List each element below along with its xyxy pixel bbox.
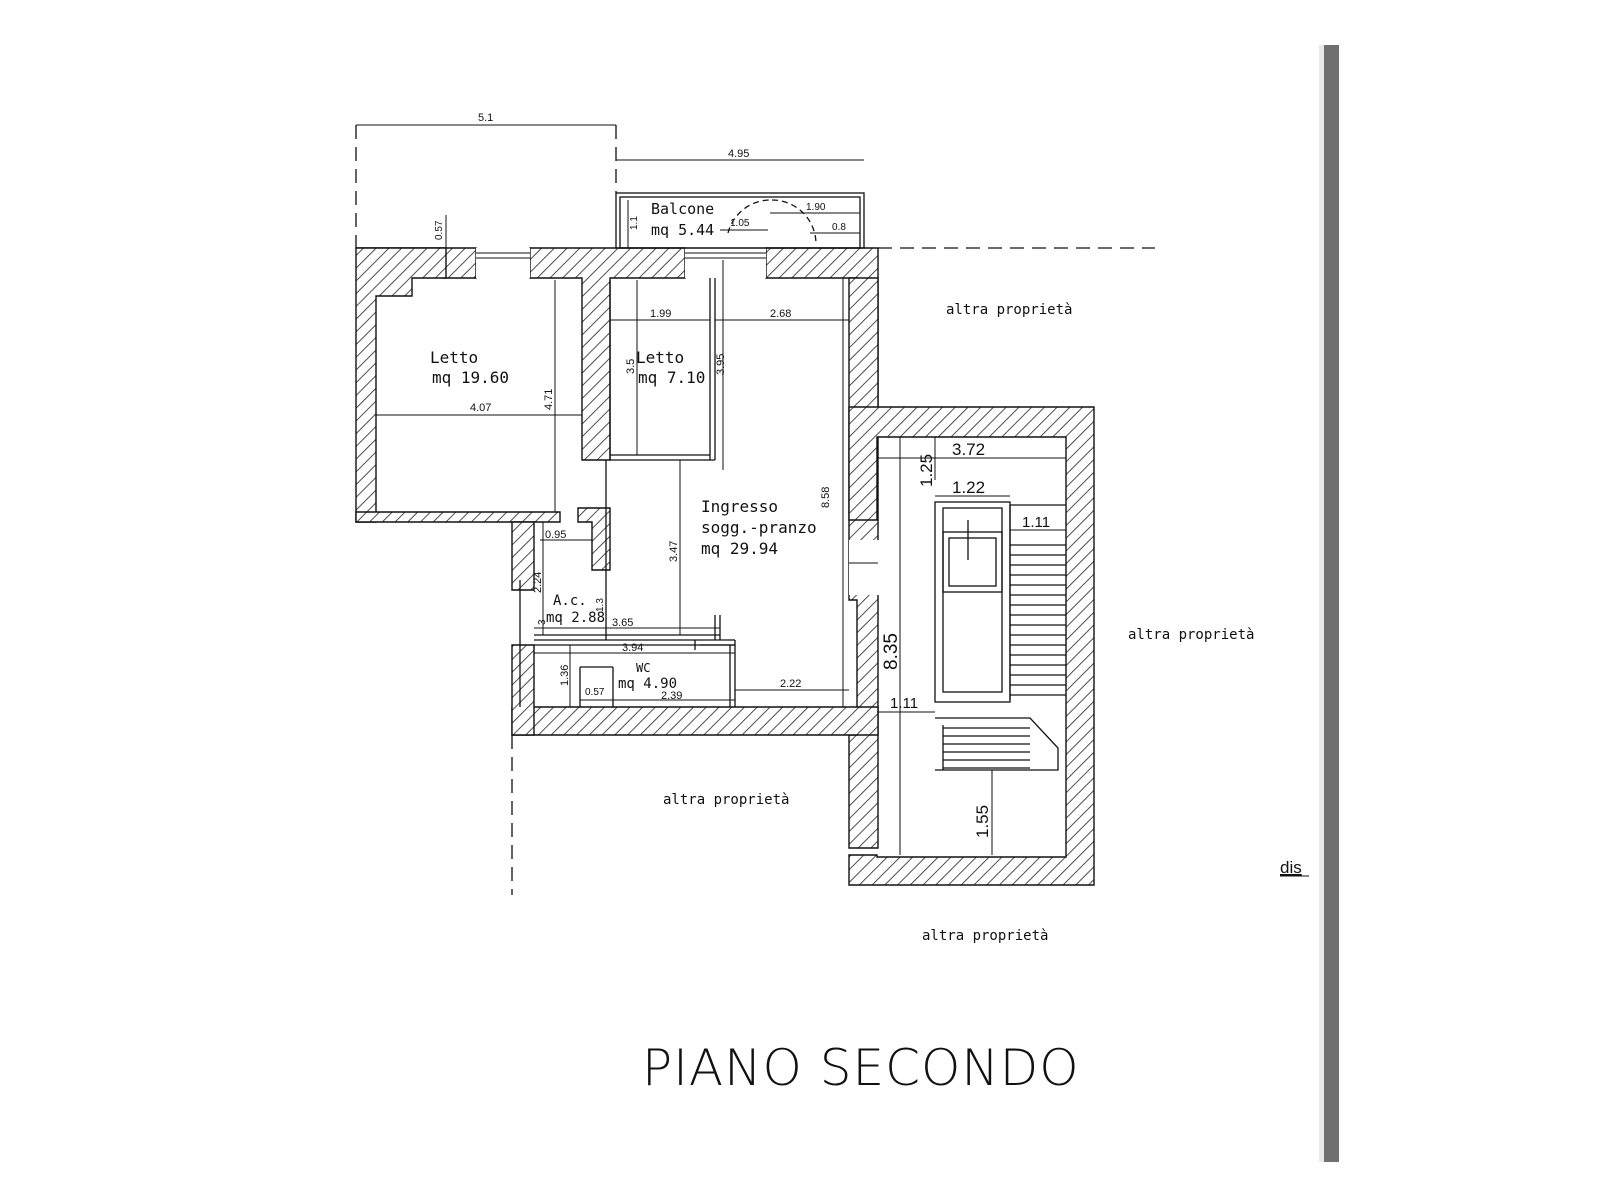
dimension-lines	[356, 124, 1066, 855]
dim-label: 3.5	[625, 359, 637, 374]
dim-label: 3.72	[952, 440, 985, 459]
room-subname-ingresso: sogg.-pranzo	[701, 518, 817, 537]
dim-label: 1.99	[650, 308, 671, 320]
room-name-wc: WC	[636, 661, 650, 675]
dim-label: 0.8	[832, 222, 846, 233]
walls	[355, 247, 1095, 886]
room-name-ingresso: Ingresso	[701, 497, 778, 516]
neighbour-label-southeast: altra proprietà	[922, 928, 1048, 944]
dim-label: 4.71	[543, 389, 555, 410]
dim-label: 4.95	[728, 148, 749, 160]
partitions	[519, 278, 736, 707]
neighbour-label-east: altra proprietà	[1128, 627, 1254, 643]
dimension-labels: 5.1 4.95 1.1 1.05 1.90 0.8 0.57 1.99 2.6…	[434, 112, 1050, 838]
room-area-letto-2: mq 7.10	[638, 368, 705, 387]
dim-label: 3.47	[668, 541, 680, 562]
dim-label: 1.90	[806, 202, 826, 213]
dim-label: 1.05	[730, 218, 750, 229]
dim-label: 0.95	[545, 529, 566, 541]
room-name-letto-2: Letto	[636, 348, 684, 367]
dim-label: 8.58	[820, 487, 832, 508]
room-name-letto-1: Letto	[430, 348, 478, 367]
neighbour-labels: altra proprietà altra proprietà altra pr…	[663, 302, 1254, 944]
dim-label: 2.22	[780, 678, 801, 690]
room-labels: Letto mq 19.60 Letto mq 7.10 Balcone mq …	[430, 200, 817, 692]
room-area-ingresso: mq 29.94	[701, 539, 778, 558]
dim-label: 3.65	[612, 617, 633, 629]
dim-label: 2.68	[770, 308, 791, 320]
page-edge-shadow	[1319, 45, 1324, 1162]
dim-label: 1.22	[952, 478, 985, 497]
openings	[476, 248, 879, 595]
dim-label: 1.3	[595, 598, 606, 612]
dim-label: 0.57	[434, 220, 445, 240]
page-edge-bar	[1324, 45, 1339, 1162]
room-name-ac: A.c.	[553, 593, 587, 609]
dim-label: 1.11	[1022, 514, 1050, 531]
neighbour-label-north: altra proprietà	[946, 302, 1072, 318]
dim-label: 3.94	[622, 642, 643, 654]
dim-label: 0.57	[585, 687, 605, 698]
room-name-balcone: Balcone	[651, 200, 714, 218]
room-area-balcone: mq 5.44	[651, 221, 714, 239]
dim-label: 3.95	[715, 354, 727, 375]
dim-label: 1.36	[559, 665, 571, 686]
dim-label: 5.1	[478, 112, 493, 124]
dim-label: 3	[537, 619, 548, 625]
dim-label: 2.39	[661, 690, 682, 702]
dim-label: 8.35	[881, 633, 902, 670]
dim-label: 1.55	[973, 805, 992, 838]
room-area-ac: mq 2.88	[546, 610, 605, 626]
dim-label: 1.1	[629, 216, 640, 230]
dim-label: 1.25	[917, 454, 936, 487]
neighbour-label-south: altra proprietà	[663, 792, 789, 808]
dim-label: 1.11	[890, 695, 918, 712]
property-lines	[355, 125, 1155, 895]
staircase	[934, 501, 1066, 771]
dim-label: 4.07	[470, 402, 491, 414]
plan-title: PIANO SECONDO	[642, 1039, 1080, 1097]
room-area-letto-1: mq 19.60	[432, 368, 509, 387]
room-area-wc: mq 4.90	[618, 676, 677, 692]
corner-label: dis	[1280, 858, 1302, 877]
dim-label: 2.24	[532, 572, 544, 593]
